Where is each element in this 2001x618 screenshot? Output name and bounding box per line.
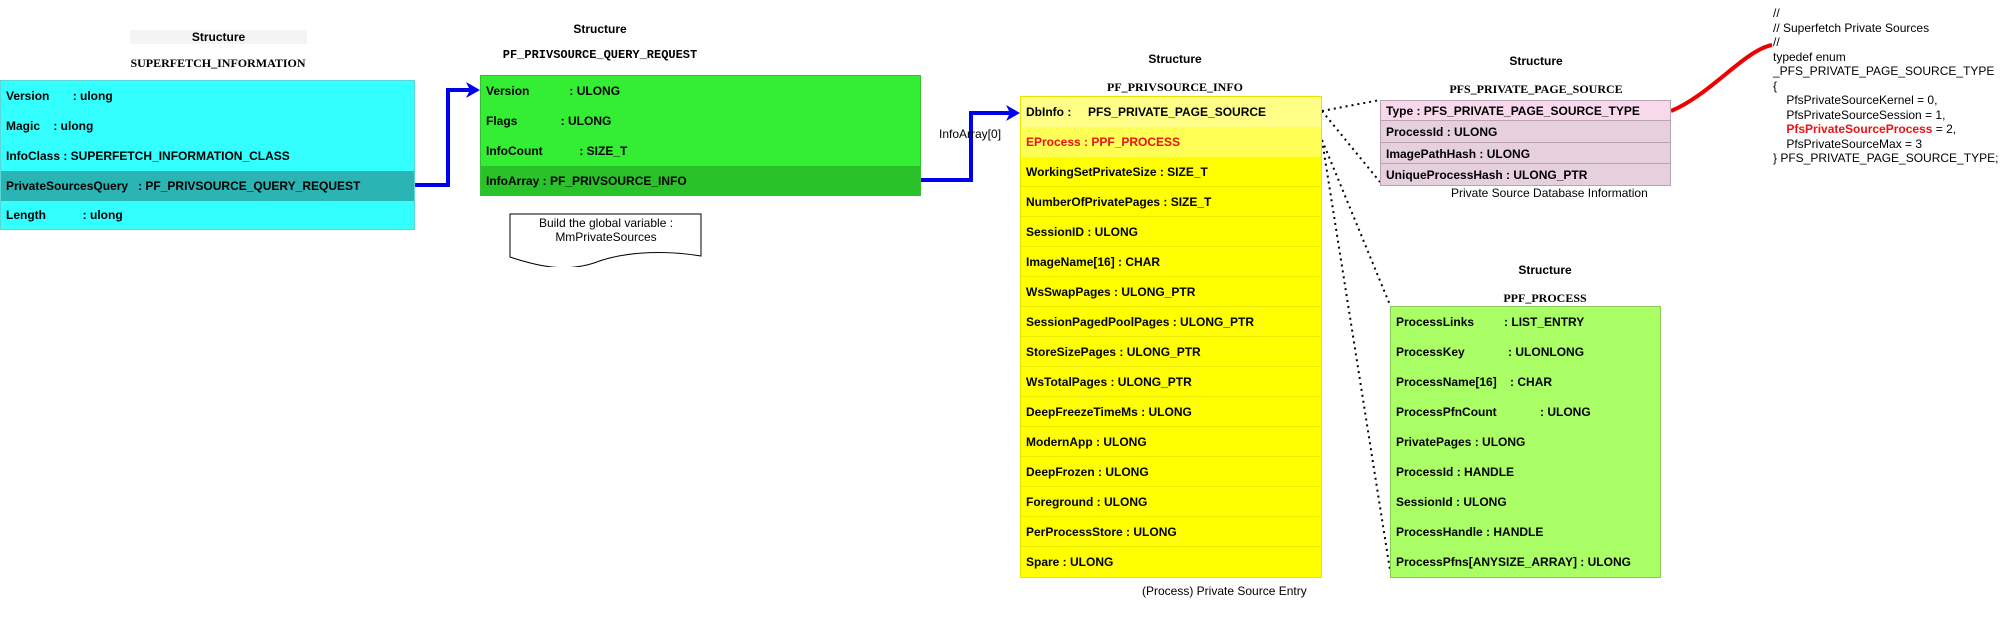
ppf-process-row: ProcessPfnCount : ULONG (1396, 405, 1591, 419)
privsource-info-row: DeepFrozen : ULONG (1021, 457, 1321, 487)
superfetch-struct: Version : ulong Magic : ulong InfoClass … (0, 80, 415, 230)
query-request-name: PF_PRIVSOURCE_QUERY_REQUEST (502, 48, 698, 62)
privsource-info-struct: DbInfo : PFS_PRIVATE_PAGE_SOURCE EProces… (1020, 96, 1322, 578)
query-request-row-selected: InfoArray : PF_PRIVSOURCE_INFO (481, 166, 920, 195)
ppf-process-row: SessionId : ULONG (1396, 495, 1507, 509)
page-source-struct: Type : PFS_PRIVATE_PAGE_SOURCE_TYPE Proc… (1380, 100, 1671, 186)
privsource-info-row: Spare : ULONG (1026, 555, 1114, 569)
superfetch-row: Magic : ulong (6, 119, 94, 133)
arrow-label-infoarray: InfoArray[0] (939, 127, 1002, 141)
ppf-process-row: ProcessName[16] : CHAR (1396, 375, 1553, 389)
privsource-info-row: ModernApp : ULONG (1021, 427, 1321, 457)
privsource-info-row: SessionID : ULONG (1021, 217, 1321, 247)
code-line: _PFS_PRIVATE_PAGE_SOURCE_TYPE (1773, 64, 1995, 78)
superfetch-header: Structure (130, 30, 307, 44)
page-source-row: UniqueProcessHash : ULONG_PTR (1386, 168, 1588, 182)
privsource-info-name: PF_PRIVSOURCE_INFO (1106, 80, 1243, 94)
code-line: PfsPrivateSourceMax = 3 (1773, 136, 1923, 151)
privsource-info-row: Foreground : ULONG (1021, 487, 1321, 517)
privsource-info-row: StoreSizePages : ULONG_PTR (1021, 337, 1321, 367)
superfetch-row: Version : ulong (6, 89, 113, 103)
query-request-row: Flags : ULONG (486, 114, 612, 128)
page-source-row: ProcessId : ULONG (1381, 122, 1670, 143)
code-line: // Superfetch Private Sources (1773, 20, 1930, 35)
privsource-info-row: PerProcessStore : ULONG (1021, 517, 1321, 547)
ppf-process-struct: ProcessLinks : LIST_ENTRY ProcessKey : U… (1390, 306, 1661, 578)
code-highlight: PfsPrivateSourceProcess (1786, 122, 1933, 136)
ppf-process-row: ProcessLinks : LIST_ENTRY (1396, 315, 1585, 329)
arrow-head-query (466, 82, 480, 98)
page-source-header: Structure (1509, 54, 1563, 68)
privsource-info-row: NumberOfPrivatePages : SIZE_T (1021, 187, 1321, 217)
note-shape (509, 213, 702, 267)
ppf-process-row: ProcessKey : ULONLONG (1396, 345, 1585, 359)
privsource-info-row: DeepFreezeTimeMs : ULONG (1021, 397, 1321, 427)
code-line-highlighted: PfsPrivateSourceProcess = 2, (1786, 122, 1957, 136)
query-request-struct: Version : ULONG Flags : ULONG InfoCount … (480, 75, 921, 196)
privsource-info-row: ImageName[16] : CHAR (1021, 247, 1321, 277)
code-line: // (1773, 35, 1780, 49)
enum-code-block: //// Superfetch Private Sources//typedef… (1773, 6, 1998, 166)
query-request-row: Version : ULONG (486, 84, 621, 98)
privsource-info-row: WorkingSetPrivateSize : SIZE_T (1021, 157, 1321, 187)
code-line: // (1773, 6, 1780, 20)
privsource-info-header: Structure (1148, 52, 1202, 66)
query-request-header: Structure (573, 22, 627, 36)
dotted-link-ppf-process-bottom (1321, 139, 1391, 571)
note-text: Build the global variable : MmPrivateSou… (538, 216, 674, 244)
code-line: PfsPrivateSourceKernel = 0, (1773, 93, 1938, 107)
privsource-info-row: SessionPagedPoolPages : ULONG_PTR (1021, 307, 1321, 337)
arrow-superfetch-to-query (415, 88, 474, 187)
ppf-process-row: ProcessPfns[ANYSIZE_ARRAY] : ULONG (1396, 555, 1631, 569)
page-source-caption: Private Source Database Information (1451, 186, 1648, 200)
dotted-link-page-source-bottom (1321, 110, 1381, 183)
code-line: PfsPrivateSourceSession = 1, (1773, 107, 1946, 122)
code-line: { (1773, 78, 1778, 93)
code-line: typedef enum (1773, 49, 1846, 64)
ppf-process-row: ProcessHandle : HANDLE (1396, 525, 1544, 539)
red-curve-type-to-enum (1670, 43, 1773, 113)
ppf-process-row: PrivatePages : ULONG (1396, 435, 1526, 449)
ppf-process-name: PPF_PROCESS (1503, 291, 1587, 305)
ppf-process-row: ProcessId : HANDLE (1396, 465, 1515, 479)
query-request-row: InfoCount : SIZE_T (486, 144, 628, 158)
privsource-info-row: DbInfo : PFS_PRIVATE_PAGE_SOURCE (1021, 97, 1321, 127)
privsource-info-row: WsTotalPages : ULONG_PTR (1021, 367, 1321, 397)
page-source-row: ImagePathHash : ULONG (1381, 144, 1670, 164)
arrow-head-privsource (1006, 105, 1020, 121)
page-source-name: PFS_PRIVATE_PAGE_SOURCE (1449, 82, 1623, 96)
code-line: } PFS_PRIVATE_PAGE_SOURCE_TYPE; (1773, 151, 1999, 165)
ppf-process-header: Structure (1518, 263, 1572, 277)
page-source-row-type: Type : PFS_PRIVATE_PAGE_SOURCE_TYPE (1381, 101, 1670, 121)
superfetch-row-selected: PrivateSourcesQuery : PF_PRIVSOURCE_QUER… (1, 171, 414, 201)
superfetch-row: InfoClass : SUPERFETCH_INFORMATION_CLASS (6, 149, 290, 163)
privsource-info-row: WsSwapPages : ULONG_PTR (1021, 277, 1321, 307)
arrow-query-to-privsource (921, 111, 1012, 182)
dotted-link-page-source-top (1321, 99, 1381, 112)
privsource-info-caption: (Process) Private Source Entry (1142, 584, 1307, 598)
privsource-info-row-eprocess: EProcess : PPF_PROCESS (1021, 127, 1321, 157)
superfetch-row: Length : ulong (6, 208, 123, 222)
superfetch-name: SUPERFETCH_INFORMATION (130, 56, 306, 70)
